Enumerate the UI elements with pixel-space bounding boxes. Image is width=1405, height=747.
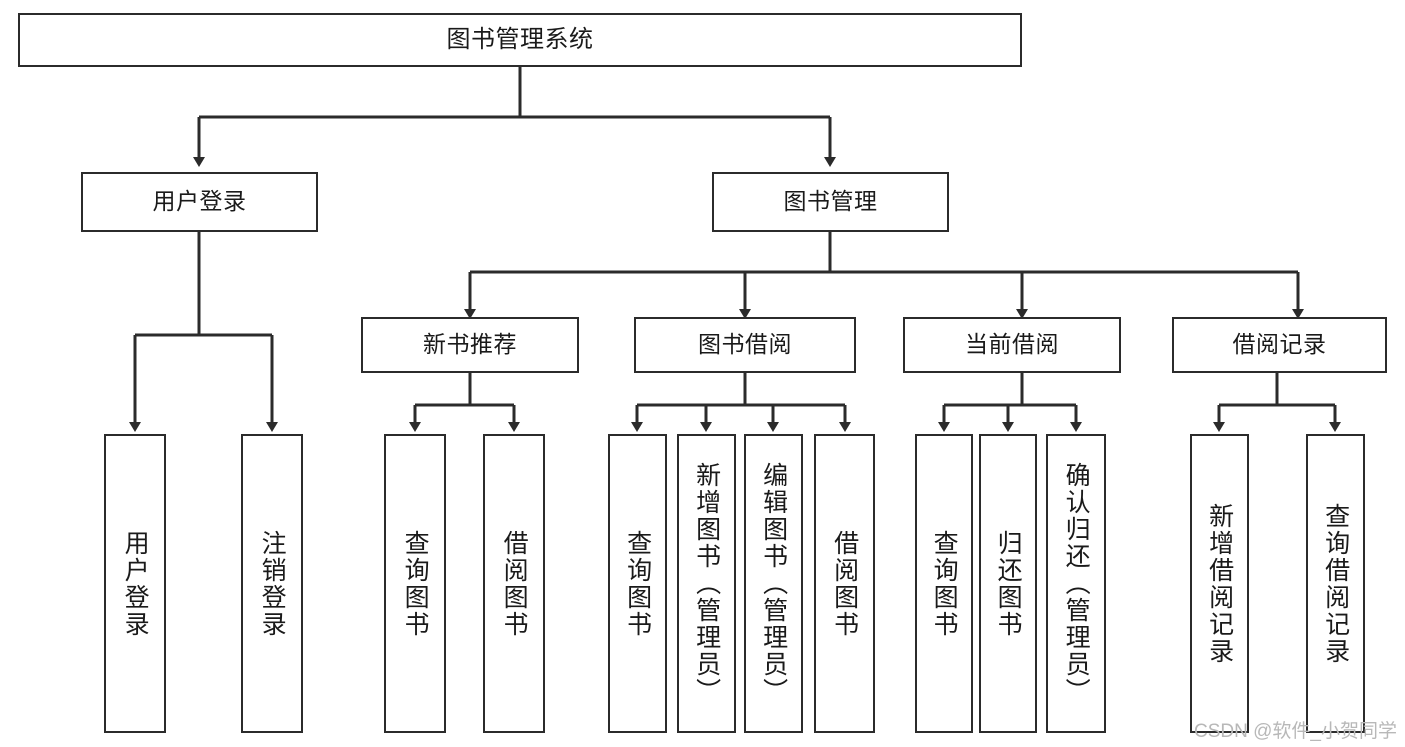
node-label: 新增图书（管理员） [692,462,721,705]
node-book-management[interactable]: 图书管理 [712,172,949,232]
node-label: 用户登录 [152,188,247,215]
node-label: 查询图书 [623,529,652,638]
leaf-new-book-borrow[interactable]: 借阅图书 [483,434,545,733]
node-label: 图书管理系统 [446,25,594,53]
leaf-record-add[interactable]: 新增借阅记录 [1190,434,1249,733]
node-label: 查询图书 [401,529,430,638]
node-label: 确认归还（管理员） [1062,462,1091,705]
node-label: 新增借阅记录 [1205,502,1234,665]
leaf-user-login[interactable]: 用户登录 [104,434,166,733]
node-label: 查询借阅记录 [1321,502,1350,665]
node-root-system[interactable]: 图书管理系统 [18,13,1022,67]
node-label: 借阅记录 [1232,331,1327,358]
node-borrow-record[interactable]: 借阅记录 [1172,317,1387,373]
node-new-book-recommend[interactable]: 新书推荐 [361,317,579,373]
node-label: 编辑图书（管理员） [759,462,788,705]
node-label: 归还图书 [994,529,1023,638]
leaf-borrow-query-book[interactable]: 查询图书 [608,434,667,733]
leaf-record-query[interactable]: 查询借阅记录 [1306,434,1365,733]
node-label: 图书借阅 [698,331,792,358]
node-label: 借阅图书 [500,529,529,638]
leaf-borrow-add-book[interactable]: 新增图书（管理员） [677,434,736,733]
leaf-new-book-query[interactable]: 查询图书 [384,434,446,733]
node-label: 借阅图书 [830,529,859,638]
csdn-watermark: CSDN @软件_小贺同学 [1194,721,1397,742]
node-label: 当前借阅 [965,331,1059,358]
node-label: 用户登录 [121,529,150,638]
leaf-borrow-borrow-book[interactable]: 借阅图书 [814,434,875,733]
node-user-login[interactable]: 用户登录 [81,172,318,232]
node-label: 查询图书 [930,529,959,638]
leaf-borrow-edit-book[interactable]: 编辑图书（管理员） [744,434,803,733]
node-label: 注销登录 [258,529,287,638]
node-label: 新书推荐 [423,331,517,358]
leaf-current-return-book[interactable]: 归还图书 [979,434,1037,733]
leaf-current-query-book[interactable]: 查询图书 [915,434,973,733]
leaf-user-logout[interactable]: 注销登录 [241,434,303,733]
node-book-borrow[interactable]: 图书借阅 [634,317,856,373]
node-current-borrow[interactable]: 当前借阅 [903,317,1121,373]
leaf-current-confirm-return[interactable]: 确认归还（管理员） [1046,434,1106,733]
node-label: 图书管理 [783,188,878,215]
